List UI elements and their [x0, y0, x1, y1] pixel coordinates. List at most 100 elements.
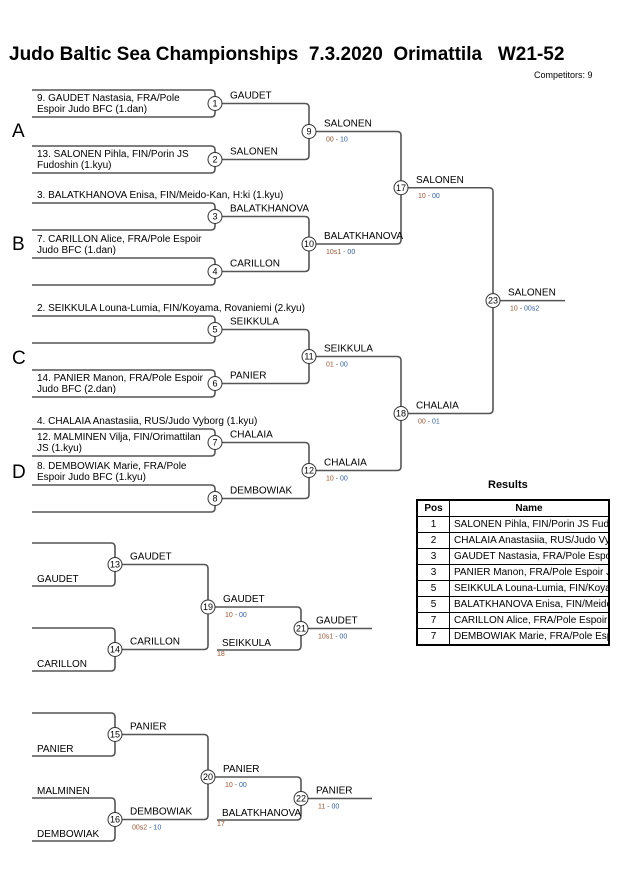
repechage-dropin-source: 17	[217, 821, 225, 828]
match-number: 21	[296, 624, 306, 634]
competitor-entry: 4. CHALAIA Anastasiia, RUS/Judo Vyborg (…	[37, 416, 258, 427]
score-separator: -	[334, 362, 340, 369]
result-pos: 2	[416, 532, 450, 549]
pool-label: A	[12, 121, 25, 142]
match-number: 20	[203, 772, 213, 782]
score-second: 00s2	[524, 306, 539, 313]
result-pos: 5	[416, 580, 450, 597]
bracket-line	[408, 186, 494, 415]
match-winner: PANIER	[230, 371, 267, 382]
repechage-entry: GAUDET	[37, 574, 79, 585]
competitor-entry: 7. CARILLON Alice, FRA/Pole Espoir Judo …	[37, 234, 202, 256]
score-first: 00s2	[132, 825, 147, 832]
match-number: 17	[396, 183, 406, 193]
score-first: 10	[418, 193, 426, 200]
match-number: 18	[396, 409, 406, 419]
competitor-entry: 9. GAUDET Nastasia, FRA/Pole Espoir Judo…	[37, 93, 180, 115]
match-number: 5	[212, 325, 217, 335]
results-title: Results	[488, 479, 528, 491]
result-name: GAUDET Nastasia, FRA/Pole Espoir Judo BF…	[449, 548, 610, 565]
result-name: CARILLON Alice, FRA/Pole Espoir Judo BFC…	[449, 612, 610, 629]
score-first: 00	[326, 137, 334, 144]
score-separator: -	[426, 193, 432, 200]
score-second: 00	[432, 193, 440, 200]
repechage-entry: DEMBOWIAK	[37, 829, 100, 840]
result-name: PANIER Manon, FRA/Pole Espoir Judo BFC (…	[449, 564, 610, 581]
match-circle	[301, 124, 317, 139]
score-first: 00	[418, 419, 426, 426]
repechage-entry: PANIER	[37, 744, 74, 755]
score-first: 10	[225, 782, 233, 789]
match-circle	[301, 349, 317, 364]
bracket-line	[316, 355, 402, 472]
match-number: 8	[212, 494, 217, 504]
match-score: 10 - 00	[418, 193, 440, 200]
match-winner: DEMBOWIAK	[230, 486, 293, 497]
match-winner: GAUDET	[130, 552, 172, 563]
bracket-line	[316, 130, 402, 245]
match-circle	[393, 406, 409, 421]
match-circle	[107, 642, 123, 657]
score-second: 00	[340, 476, 348, 483]
match-number: 2	[212, 155, 217, 165]
match-winner: CHALAIA	[230, 430, 273, 441]
score-first: 10s1	[318, 634, 333, 641]
match-score: 01 - 00	[326, 362, 348, 369]
match-number: 6	[212, 379, 217, 389]
bracket-line	[32, 257, 216, 286]
match-circle	[207, 435, 223, 450]
match-circle	[107, 557, 123, 572]
bracket-line	[32, 315, 216, 344]
match-circle	[293, 791, 309, 806]
result-name: SALONEN Pihla, FIN/Porin JS Fudoshin (1.…	[449, 516, 610, 533]
score-separator: -	[426, 419, 432, 426]
match-number: 13	[110, 560, 120, 570]
match-circle	[200, 599, 216, 615]
match-number: 3	[212, 212, 217, 222]
match-winner: BALATKHANOVA	[230, 204, 309, 215]
match-circle	[107, 727, 123, 742]
match-winner: CARILLON	[230, 259, 280, 270]
page-title: Judo Baltic Sea Championships 7.3.2020 O…	[9, 44, 565, 65]
result-pos: 1	[416, 516, 450, 533]
pool-label: B	[12, 234, 25, 255]
match-number: 12	[304, 466, 314, 476]
score-second: 00	[347, 249, 355, 256]
match-winner: PANIER	[130, 722, 167, 733]
score-second: 10	[340, 137, 348, 144]
result-name: SEIKKULA Louna-Lumia, FIN/Koyama, Rovani…	[449, 580, 610, 597]
match-winner: SEIKKULA	[230, 317, 279, 328]
match-winner: SEIKKULA	[324, 344, 373, 355]
match-winner: GAUDET	[223, 594, 265, 605]
match-number: 9	[306, 127, 311, 137]
match-score: 00s2 - 10	[132, 825, 161, 832]
match-circle	[107, 812, 123, 827]
match-circle	[207, 322, 223, 337]
score-second: 00	[332, 804, 340, 811]
score-first: 10	[326, 476, 334, 483]
match-circle	[207, 264, 223, 279]
score-separator: -	[334, 476, 340, 483]
match-winner: CARILLON	[130, 637, 180, 648]
result-name: CHALAIA Anastasiia, RUS/Judo Vyborg (1.k…	[449, 532, 610, 549]
match-number: 10	[304, 239, 314, 249]
match-winner: SALONEN	[230, 147, 278, 158]
score-second: 10	[153, 825, 161, 832]
match-circle	[207, 209, 223, 224]
pos-header: Pos	[416, 499, 450, 517]
score-separator: -	[518, 306, 524, 313]
result-pos: 5	[416, 596, 450, 613]
repechage-dropin-name: BALATKHANOVA	[222, 808, 301, 819]
score-separator: -	[147, 825, 153, 832]
match-score: 10 - 00	[225, 612, 247, 619]
match-score: 00 - 01	[418, 419, 440, 426]
match-score: 10s1 - 00	[326, 249, 355, 256]
score-separator: -	[233, 612, 239, 619]
